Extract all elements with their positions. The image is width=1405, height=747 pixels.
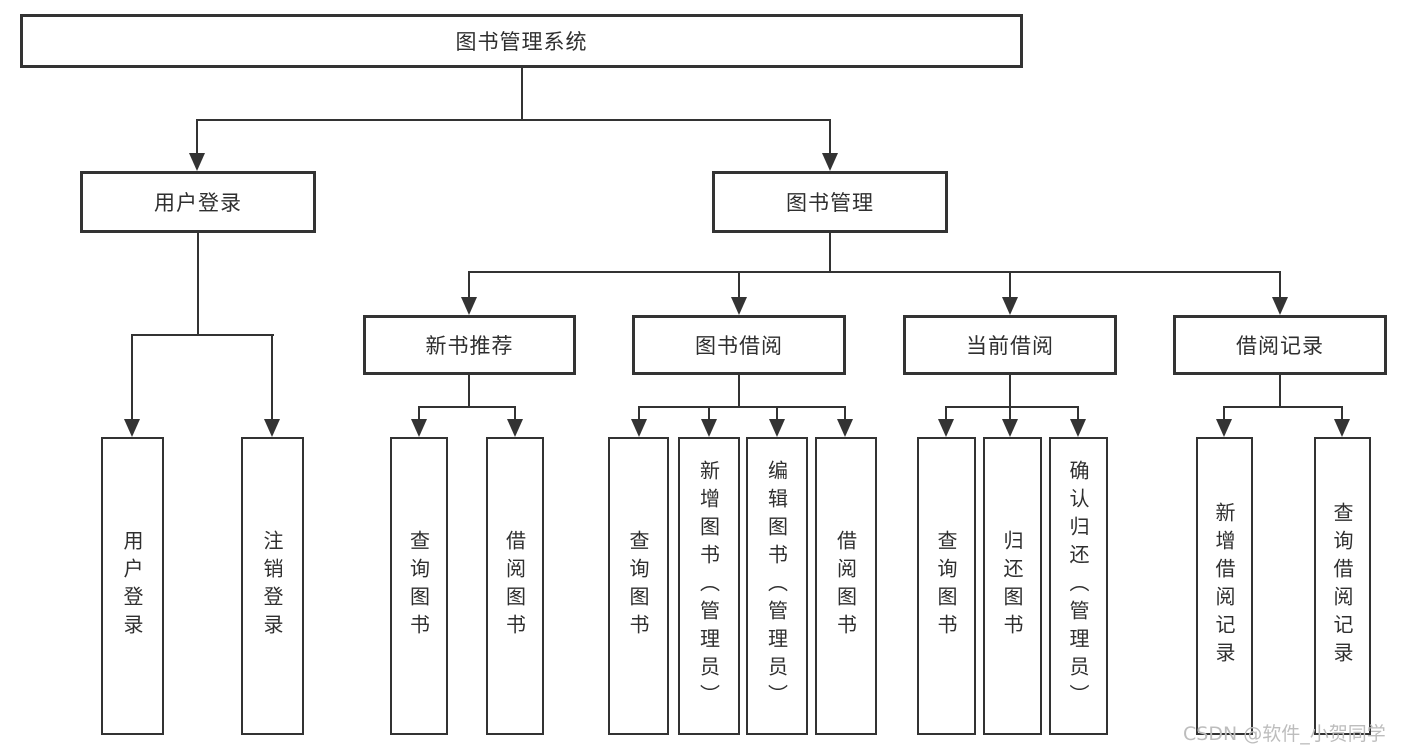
- leaf-br-add-record: 新增借阅记录: [1196, 437, 1253, 735]
- leaf-bb-edit-books-label: 编辑图书（管理员）: [764, 460, 789, 712]
- connector-line: [1009, 374, 1011, 419]
- leaf-bb-borrow-books: 借阅图书: [815, 437, 877, 735]
- node-book-management-label: 图书管理: [786, 191, 874, 215]
- connector-line: [1341, 406, 1343, 419]
- leaf-bb-query-books: 查询图书: [608, 437, 669, 735]
- connector-line: [844, 406, 846, 419]
- connector-line: [1009, 271, 1011, 297]
- leaf-logout-login-label: 注销登录: [260, 530, 284, 642]
- node-user-login-label: 用户登录: [154, 191, 242, 215]
- arrow-down-icon: [1334, 419, 1350, 437]
- leaf-user-login-label: 用户登录: [120, 530, 144, 642]
- node-book-management: 图书管理: [712, 171, 948, 233]
- connector-line: [638, 406, 640, 419]
- node-library-system-label: 图书管理系统: [455, 30, 588, 54]
- leaf-bb-edit-books: 编辑图书（管理员）: [746, 437, 808, 735]
- connector-line: [196, 119, 198, 155]
- connector-line: [131, 334, 274, 336]
- connector-line: [418, 406, 516, 408]
- leaf-bb-query-books-label: 查询图书: [626, 530, 650, 642]
- arrow-down-icon: [189, 153, 205, 171]
- connector-line: [468, 271, 470, 297]
- node-borrow-records: 借阅记录: [1173, 315, 1387, 375]
- connector-line: [197, 232, 199, 335]
- connector-line: [271, 334, 273, 419]
- arrow-down-icon: [411, 419, 427, 437]
- node-new-book-recommend: 新书推荐: [363, 315, 576, 375]
- leaf-logout-login: 注销登录: [241, 437, 304, 735]
- leaf-cb-confirm-return-label: 确认归还（管理员）: [1066, 460, 1090, 712]
- leaf-rec-borrow-books: 借阅图书: [486, 437, 544, 735]
- connector-line: [1279, 374, 1281, 408]
- leaf-cb-return-books: 归还图书: [983, 437, 1042, 735]
- connector-line: [514, 406, 516, 419]
- arrow-down-icon: [1216, 419, 1232, 437]
- node-current-borrow: 当前借阅: [903, 315, 1117, 375]
- node-book-borrow-label: 图书借阅: [695, 334, 783, 358]
- arrow-down-icon: [1002, 419, 1018, 437]
- connector-line: [829, 119, 831, 155]
- leaf-cb-query-books-label: 查询图书: [934, 530, 958, 642]
- arrow-down-icon: [731, 297, 747, 315]
- leaf-br-query-record-label: 查询借阅记录: [1330, 502, 1354, 670]
- connector-line: [638, 406, 846, 408]
- connector-line: [776, 406, 778, 419]
- node-new-book-recommend-label: 新书推荐: [425, 334, 514, 358]
- connector-line: [829, 232, 831, 273]
- arrow-down-icon: [701, 419, 717, 437]
- leaf-cb-confirm-return: 确认归还（管理员）: [1049, 437, 1108, 735]
- leaf-cb-return-books-label: 归还图书: [1000, 530, 1024, 642]
- arrow-down-icon: [1070, 419, 1086, 437]
- leaf-user-login: 用户登录: [101, 437, 164, 735]
- connector-line: [468, 374, 470, 408]
- arrow-down-icon: [264, 419, 280, 437]
- connector-line: [738, 271, 740, 297]
- arrow-down-icon: [1272, 297, 1288, 315]
- connector-line: [738, 374, 740, 408]
- connector-line: [945, 406, 1079, 408]
- connector-line: [521, 67, 523, 120]
- arrow-down-icon: [769, 419, 785, 437]
- arrow-down-icon: [822, 153, 838, 171]
- arrow-down-icon: [507, 419, 523, 437]
- leaf-bb-add-books: 新增图书（管理员）: [678, 437, 740, 735]
- connector-line: [945, 406, 947, 419]
- leaf-rec-borrow-books-label: 借阅图书: [502, 530, 527, 642]
- leaf-cb-query-books: 查询图书: [917, 437, 976, 735]
- connector-line: [197, 119, 831, 121]
- leaf-bb-borrow-books-label: 借阅图书: [833, 530, 858, 642]
- connector-line: [1279, 271, 1281, 297]
- csdn-watermark: CSDN @软件_小贺同学: [1183, 723, 1386, 745]
- leaf-br-query-record: 查询借阅记录: [1314, 437, 1371, 735]
- leaf-rec-query-books-label: 查询图书: [406, 530, 431, 642]
- connector-line: [708, 406, 710, 419]
- node-user-login: 用户登录: [80, 171, 316, 233]
- leaf-bb-add-books-label: 新增图书（管理员）: [696, 460, 721, 712]
- connector-line: [131, 334, 133, 419]
- node-library-system: 图书管理系统: [20, 14, 1023, 68]
- arrow-down-icon: [1002, 297, 1018, 315]
- arrow-down-icon: [461, 297, 477, 315]
- arrow-down-icon: [837, 419, 853, 437]
- arrow-down-icon: [631, 419, 647, 437]
- leaf-rec-query-books: 查询图书: [390, 437, 448, 735]
- arrow-down-icon: [938, 419, 954, 437]
- node-borrow-records-label: 借阅记录: [1236, 334, 1324, 358]
- connector-line: [468, 271, 1281, 273]
- connector-line: [1223, 406, 1225, 419]
- connector-line: [1223, 406, 1343, 408]
- connector-line: [418, 406, 420, 419]
- connector-line: [1077, 406, 1079, 419]
- node-current-borrow-label: 当前借阅: [966, 334, 1054, 358]
- arrow-down-icon: [124, 419, 140, 437]
- node-book-borrow: 图书借阅: [632, 315, 846, 375]
- leaf-br-add-record-label: 新增借阅记录: [1212, 502, 1236, 670]
